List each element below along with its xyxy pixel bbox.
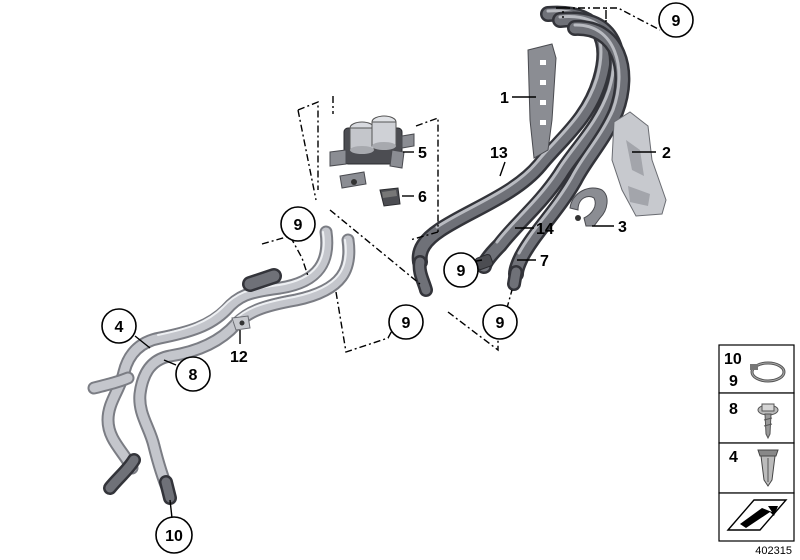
- push-clip-icon: [757, 449, 779, 487]
- callout-1-label: 1: [500, 90, 509, 107]
- callout-part-1: 1: [500, 90, 509, 107]
- dash-dot-brackets: [261, 7, 661, 353]
- screw-icon: [757, 403, 779, 440]
- callout-part-7: 7: [540, 253, 549, 270]
- callout-part-14: 14: [536, 221, 554, 238]
- callout-part-3: 3: [618, 219, 627, 236]
- legend-screw-num: 8: [729, 401, 738, 418]
- callout-12-label: 12: [230, 349, 248, 366]
- callout-part-6: 6: [418, 189, 427, 206]
- callout-9-mid-left-label: 9: [402, 315, 411, 332]
- callout-13-label: 13: [490, 145, 508, 162]
- legend-cell-screw: [718, 392, 795, 444]
- callout-9-valve-label: 9: [294, 217, 303, 234]
- callout-circle-9-valve: 9: [280, 206, 316, 242]
- legend-clip-num: 4: [729, 449, 738, 466]
- callout-14-label: 14: [536, 221, 554, 238]
- direction-arrow-icon: [726, 499, 788, 531]
- leader-lines: [134, 96, 656, 519]
- callout-6-label: 6: [418, 189, 427, 206]
- callout-9-mid-right-label: 9: [496, 315, 505, 332]
- callout-3-label: 3: [618, 219, 627, 236]
- callout-part-5: 5: [418, 145, 427, 162]
- callout-2-label: 2: [662, 145, 671, 162]
- callout-10-bottom-label: 10: [165, 528, 183, 545]
- water-valve-part-5: [329, 115, 415, 189]
- heat-shield-part-2: [611, 111, 667, 217]
- callout-part-13: 13: [490, 145, 508, 162]
- fastener-legend: 10 9 8 4: [718, 344, 795, 542]
- coolant-pipe-part-12: [87, 225, 356, 505]
- hose-clamp-icon: [750, 361, 786, 383]
- callout-9-top-label: 9: [672, 13, 681, 30]
- callout-circle-10-bottom: 10: [155, 516, 193, 554]
- callout-part-12: 12: [230, 349, 248, 366]
- callout-4-label: 4: [115, 319, 124, 336]
- callout-part-2: 2: [662, 145, 671, 162]
- callout-circle-9-top: 9: [658, 2, 694, 38]
- callout-8-label: 8: [189, 367, 198, 384]
- connector-part-6: [379, 187, 401, 207]
- callout-circle-9-hose-end: 9: [443, 252, 479, 288]
- callout-7-label: 7: [540, 253, 549, 270]
- legend-cell-clip: [718, 442, 795, 494]
- bracket-part-1: [527, 43, 557, 159]
- legend-clamp-num-9: 9: [729, 373, 738, 390]
- callout-9-hose-end-label: 9: [457, 263, 466, 280]
- callout-circle-9-mid-right: 9: [482, 304, 518, 340]
- clamp-part-3: [569, 187, 608, 227]
- diagram-reference-number: 402315: [755, 545, 792, 557]
- legend-clamp-num-10: 10: [724, 351, 742, 368]
- hose-bundle: [411, 5, 631, 297]
- callout-circle-9-mid-left: 9: [388, 304, 424, 340]
- callout-circle-8: 8: [175, 356, 211, 392]
- callout-circle-4: 4: [101, 308, 137, 344]
- callout-5-label: 5: [418, 145, 427, 162]
